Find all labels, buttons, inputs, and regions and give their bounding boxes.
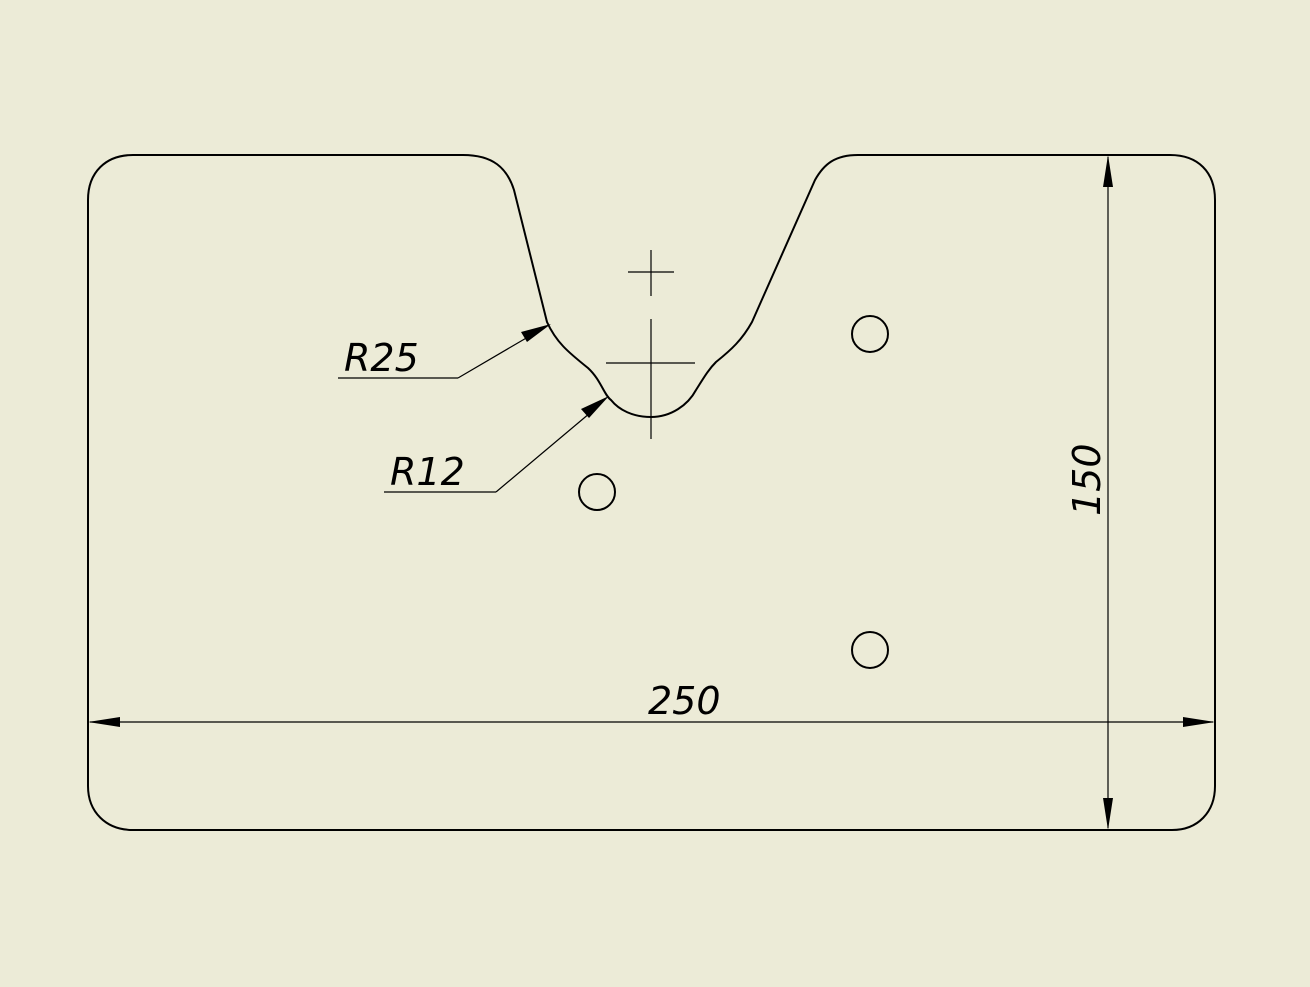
width-arrow-right xyxy=(1183,717,1215,727)
hole-upper-right xyxy=(851,315,889,353)
height-dimension-label: 150 xyxy=(1065,443,1109,516)
radius-large-callout: R25 xyxy=(338,324,551,380)
radius-small-label: R12 xyxy=(390,450,465,494)
width-arrow-left xyxy=(88,717,120,727)
radius-large-label: R25 xyxy=(344,336,419,380)
hole-lower-right xyxy=(851,631,889,669)
center-mark-notch xyxy=(606,319,695,439)
hole-left xyxy=(578,473,616,511)
width-dimension: 250 xyxy=(88,679,1215,727)
height-arrow-bottom xyxy=(1103,798,1113,830)
radius-small-callout: R12 xyxy=(384,396,609,494)
height-arrow-top xyxy=(1103,155,1113,187)
center-mark-upper xyxy=(628,250,674,296)
radius-large-arrow xyxy=(521,324,551,342)
radius-small-arrow xyxy=(581,396,609,418)
part-outline xyxy=(87,154,1216,831)
height-dimension: 150 xyxy=(1065,155,1113,830)
width-dimension-label: 250 xyxy=(648,679,721,723)
